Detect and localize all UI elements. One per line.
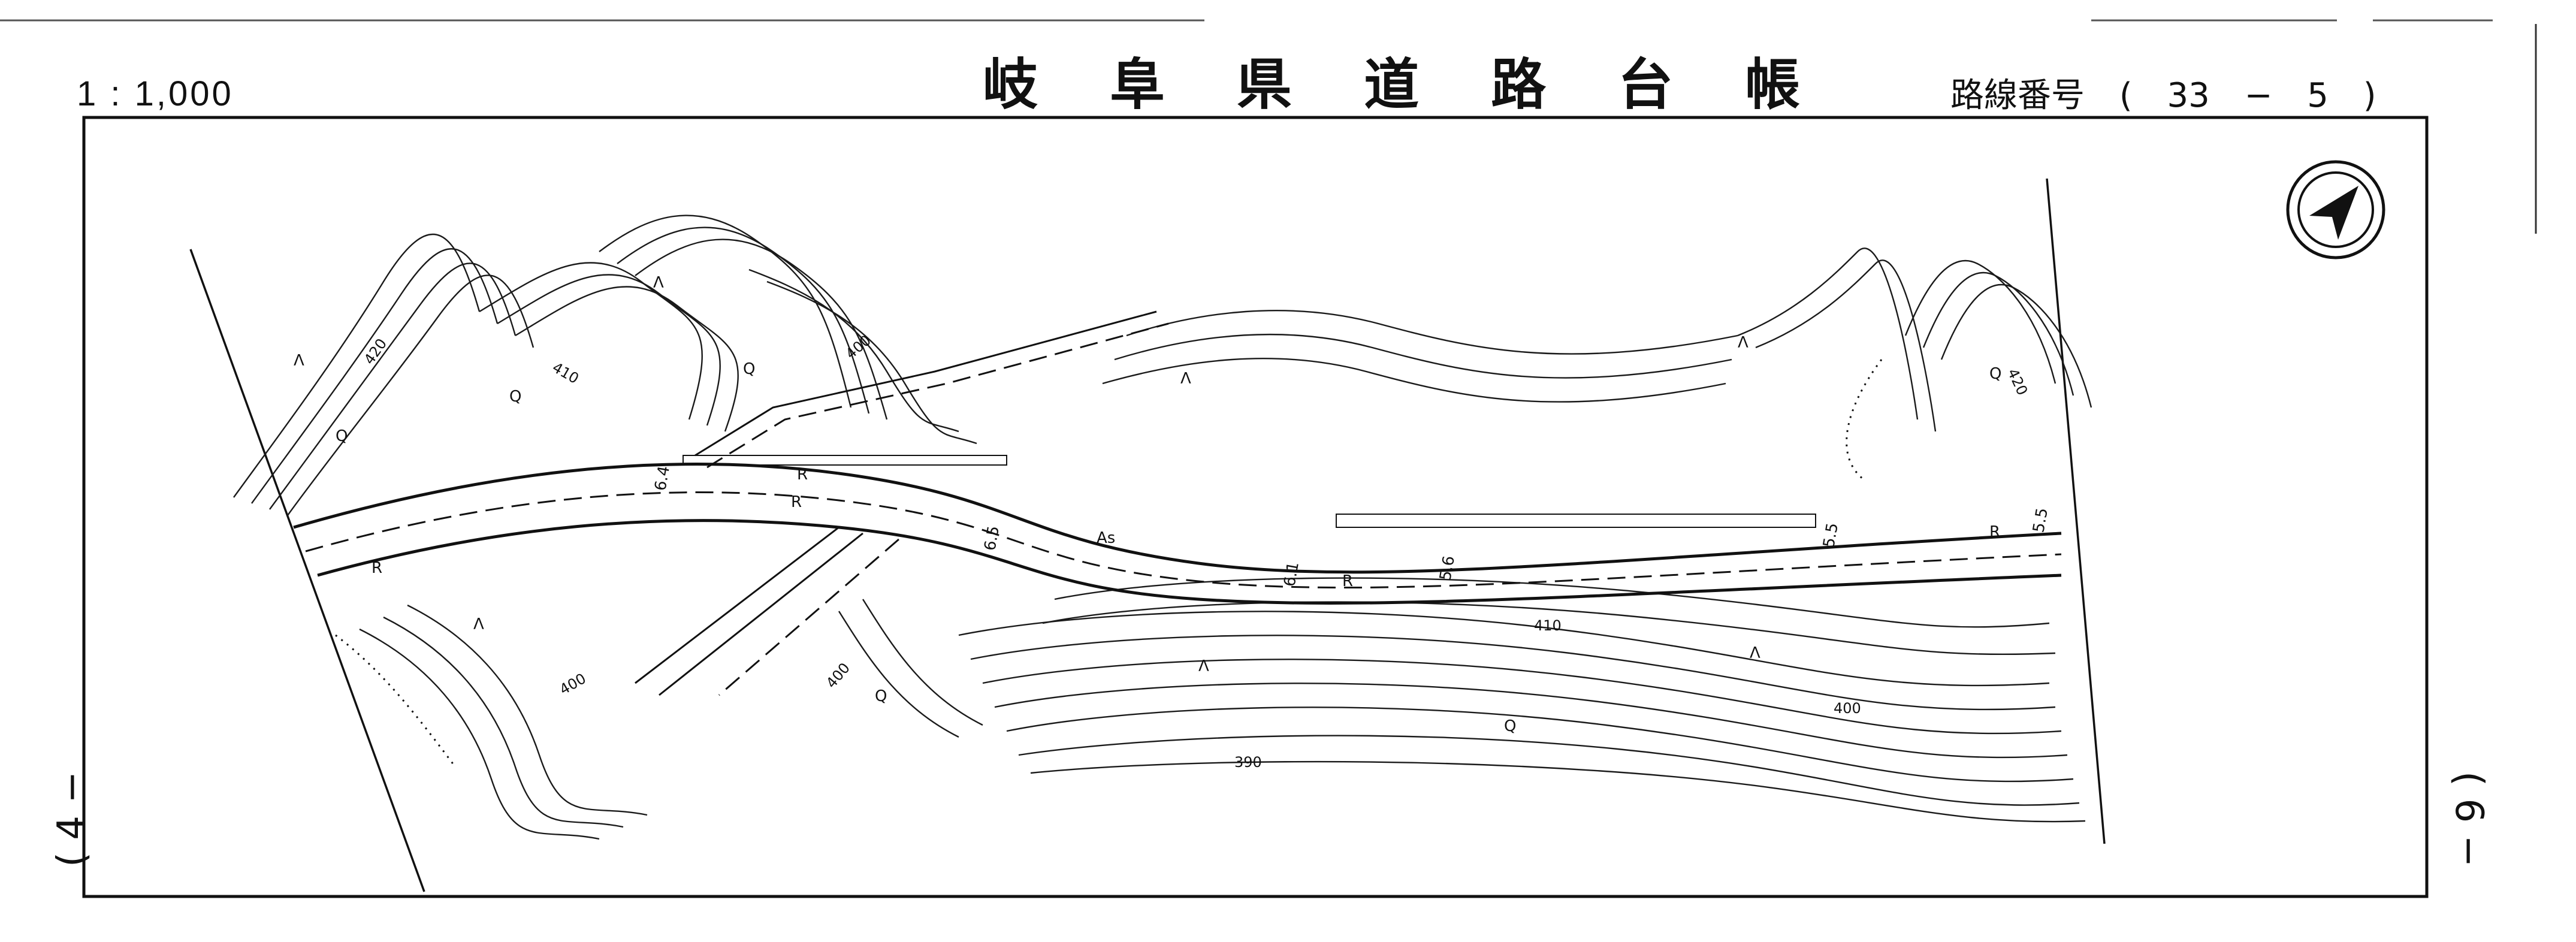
route-close-paren: ) [2363,76,2376,115]
vegetation-symbol: Λ [473,615,484,633]
surface-label: R [372,559,382,577]
surface-label: R [797,466,808,484]
contour-lines [233,215,2092,516]
surface-label: R [791,493,802,511]
surface-label: As [1097,529,1115,547]
road-width-label: 5.6 [1436,554,1458,582]
surface-label: R [1342,572,1353,590]
road-width-label: 6.4 [651,464,674,492]
contour-label: 410 [549,359,582,387]
contour-label: 410 [1534,617,1562,634]
route-open-paren: ( [2119,76,2133,115]
road-width-label: 5.5 [1820,521,1842,549]
vegetation-symbol: Q [336,427,348,445]
vegetation-symbol: Λ [653,274,664,292]
map-labels: 420 410 400 400 400 410 400 390 420 6.4 … [294,274,2052,771]
contour-label: 420 [2004,366,2031,398]
north-arrow-icon [2286,160,2385,259]
map-scale: 1 : 1,000 [77,74,234,113]
surface-label: R [1989,523,2000,541]
contour-lines-lower [359,577,2086,840]
route-number: 路線番号 ( 33 − 5 ) [1950,79,2376,113]
route-sub-number: 5 [2307,76,2329,115]
route-label: 路線番号 [1950,76,2085,115]
survey-boundary-left [189,249,425,892]
survey-boundary-right [2046,178,2106,844]
vegetation-symbol: Λ [1750,644,1760,662]
road-alignment [293,310,2062,768]
vegetation-symbol: Λ [1198,657,1209,675]
route-main-number: 33 [2167,76,2210,115]
vegetation-symbol: Q [743,360,755,378]
contour-label: 400 [823,660,853,692]
road-width-label: 6.5 [981,524,1003,552]
vegetation-symbol: Λ [1180,370,1191,388]
route-dash: − [2244,76,2273,115]
contour-label: 400 [842,332,874,363]
vegetation-symbol: Q [1504,717,1516,735]
page-title: 岐 阜 県 道 路 台 帳 [983,53,1827,117]
vegetation-symbol: Q [875,687,887,705]
guardrail [682,455,1816,528]
contour-label: 400 [1834,700,1861,717]
vegetation-symbol: Q [509,388,521,406]
vegetation-symbol: Λ [294,352,304,370]
vegetation-symbol: Q [1989,365,2001,383]
contour-label: 390 [1234,754,1262,771]
road-width-label: 5.5 [2030,506,2052,534]
road-width-label: 6.1 [1281,560,1303,588]
vegetation-symbol: Λ [1738,334,1748,352]
contour-label: 400 [557,670,589,698]
